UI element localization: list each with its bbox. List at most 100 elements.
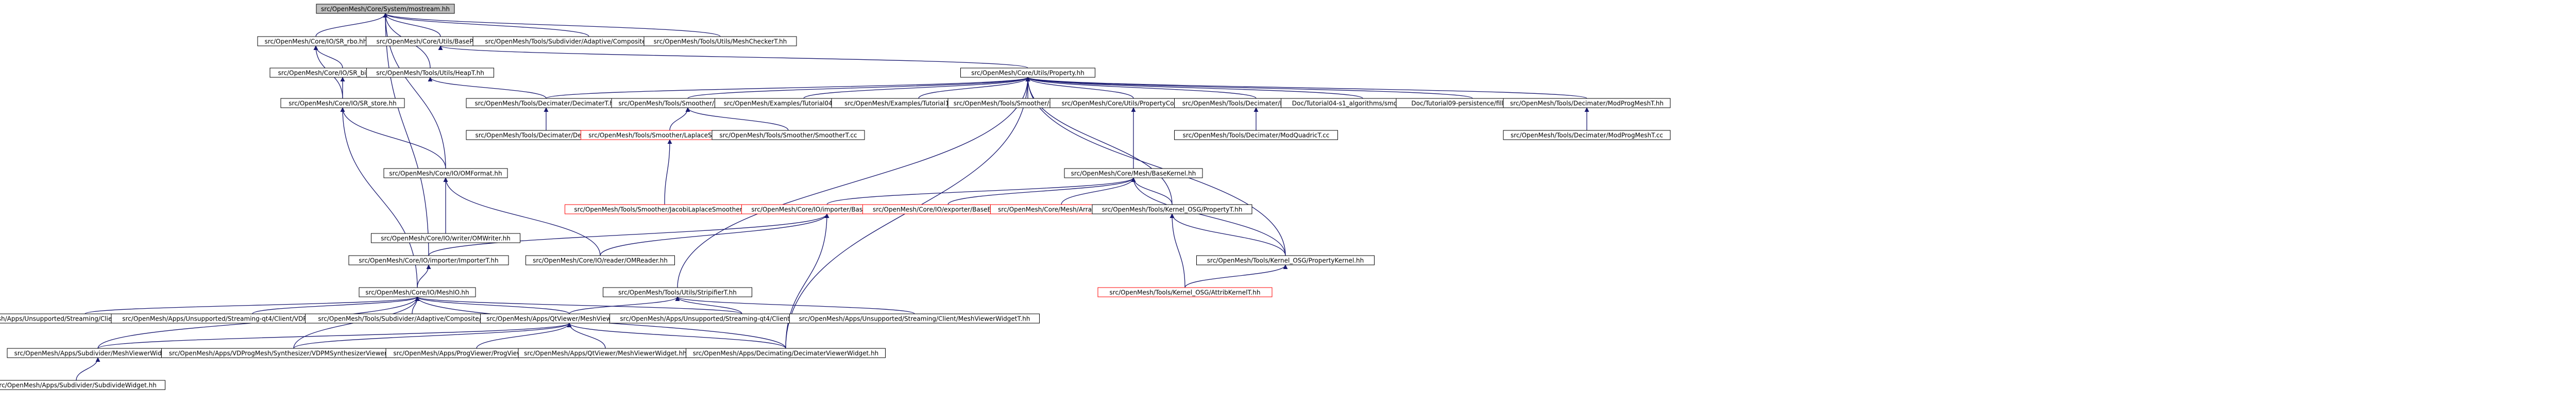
node-box bbox=[711, 130, 865, 140]
node-box bbox=[383, 168, 508, 178]
graph-node-impT[interactable]: src/OpenMesh/Core/IO/importer/ImporterT.… bbox=[348, 255, 509, 265]
graph-node-property[interactable]: src/OpenMesh/Core/Utils/Property.hh bbox=[960, 68, 1095, 78]
node-box bbox=[1503, 130, 1671, 140]
graph-node-rulet[interactable]: src/OpenMesh/Tools/Subdivider/Adaptive/C… bbox=[305, 313, 519, 324]
graph-node-basekern[interactable]: src/OpenMesh/Core/Mesh/BaseKernel.hh bbox=[1064, 168, 1203, 178]
graph-node-jacobi[interactable]: src/OpenMesh/Tools/Smoother/JacobiLaplac… bbox=[565, 204, 765, 214]
graph-edge-baseimp-impT bbox=[428, 213, 829, 256]
node-label: src/OpenMesh/Tools/Decimater/ModProgMesh… bbox=[1510, 100, 1664, 107]
graph-node-vdpsynth[interactable]: src/OpenMesh/Apps/VDProgMesh/Synthesizer… bbox=[161, 348, 426, 358]
graph-node-modprog[interactable]: src/OpenMesh/Tools/Decimater/ModProgMesh… bbox=[1503, 98, 1671, 108]
node-box bbox=[789, 313, 1040, 324]
graph-edge-srstore-meshio bbox=[340, 107, 418, 288]
node-label: src/OpenMesh/Tools/Smoother/JacobiLaplac… bbox=[574, 206, 755, 213]
graph-node-mvwstream[interactable]: src/OpenMesh/Apps/Unsupported/Streaming/… bbox=[789, 313, 1040, 324]
graph-node-decmvw[interactable]: src/OpenMesh/Apps/Decimating/DecimaterVi… bbox=[686, 348, 886, 358]
graph-node-heapT[interactable]: src/OpenMesh/Tools/Utils/HeapT.hh bbox=[366, 68, 494, 78]
graph-edge-root-impT bbox=[383, 13, 429, 256]
node-box bbox=[643, 36, 797, 46]
graph-edge-meshio-vdpclient bbox=[84, 296, 420, 314]
graph-node-decT[interactable]: src/OpenMesh/Tools/Decimater/DecimaterT.… bbox=[466, 98, 626, 108]
graph-edge-srstore-omfmt bbox=[340, 107, 446, 169]
node-label: src/OpenMesh/Apps/Unsupported/Streaming/… bbox=[799, 315, 1030, 323]
graph-edge-meshio-qtviewer bbox=[415, 296, 570, 314]
graph-edge-baseimp-omreader bbox=[600, 213, 829, 256]
graph-edge-kprop-attrk bbox=[1170, 213, 1185, 288]
graph-node-omfmt[interactable]: src/OpenMesh/Core/IO/OMFormat.hh bbox=[383, 168, 508, 178]
node-label: src/OpenMesh/Core/IO/SR_store.hh bbox=[289, 100, 396, 107]
node-box bbox=[686, 348, 886, 358]
node-label: src/OpenMesh/Tools/Decimater/ModProgMesh… bbox=[1511, 132, 1663, 139]
graph-node-omreader[interactable]: src/OpenMesh/Core/IO/reader/OMReader.hh bbox=[526, 255, 675, 265]
node-label: src/OpenMesh/Tools/Kernel_OSG/PropertyKe… bbox=[1207, 257, 1364, 264]
graph-edge-property-modquad bbox=[1025, 77, 1257, 99]
graph-edge-root-meshchk bbox=[383, 13, 721, 37]
graph-edge-meshio-mvwqt4 bbox=[415, 296, 742, 314]
node-box bbox=[348, 255, 509, 265]
node-label: src/OpenMesh/Tools/Utils/StripifierT.hh bbox=[618, 289, 737, 296]
graph-edge-baseimp-decmvw bbox=[785, 213, 829, 349]
graph-node-root[interactable]: src/OpenMesh/Core/System/mostream.hh bbox=[316, 4, 455, 14]
graph-edge-kpkern-attrk bbox=[1184, 264, 1288, 288]
graph-edge-property-smoothT bbox=[687, 77, 1030, 99]
node-label: src/OpenMesh/Tools/Utils/MeshCheckerT.hh bbox=[654, 38, 787, 45]
node-label: src/OpenMesh/Core/IO/MeshIO.hh bbox=[365, 289, 469, 296]
node-label: src/OpenMesh/Apps/Subdivider/MeshViewerW… bbox=[14, 350, 182, 357]
graph-node-attrk[interactable]: src/OpenMesh/Tools/Kernel_OSG/AttribKern… bbox=[1097, 287, 1273, 297]
graph-node-omwriter[interactable]: src/OpenMesh/Core/IO/writer/OMWriter.hh bbox=[371, 233, 520, 243]
graph-edge-property-kprop bbox=[1025, 77, 1173, 205]
node-box bbox=[1174, 130, 1338, 140]
node-label: src/OpenMesh/Core/IO/SR_rbo.hh bbox=[265, 38, 367, 45]
graph-node-subdivmv[interactable]: src/OpenMesh/Apps/Subdivider/MeshViewerW… bbox=[7, 348, 189, 358]
graph-edge-property-kpkern bbox=[1025, 77, 1286, 256]
graph-node-kprop[interactable]: src/OpenMesh/Tools/Kernel_OSG/PropertyT.… bbox=[1092, 204, 1252, 214]
graph-node-srstore[interactable]: src/OpenMesh/Core/IO/SR_store.hh bbox=[280, 98, 405, 108]
graph-edge-impT-meshio bbox=[417, 264, 431, 288]
node-label: src/OpenMesh/Apps/Decimating/DecimaterVi… bbox=[693, 350, 879, 357]
graph-edge-property-docpers bbox=[1025, 77, 1473, 99]
node-box bbox=[1092, 204, 1252, 214]
node-label: src/OpenMesh/Tools/Smoother/LaplaceSmoot… bbox=[588, 132, 751, 139]
graph-edge-smoothT-smoothTcc bbox=[685, 107, 789, 131]
node-label: src/OpenMesh/Core/IO/OMFormat.hh bbox=[389, 170, 502, 177]
graph-node-smoothTcc[interactable]: src/OpenMesh/Tools/Smoother/SmootherT.cc bbox=[711, 130, 865, 140]
node-box bbox=[1064, 168, 1203, 178]
graph-node-meshchk[interactable]: src/OpenMesh/Tools/Utils/MeshCheckerT.hh bbox=[643, 36, 797, 46]
node-box bbox=[603, 287, 752, 297]
node-box bbox=[526, 255, 675, 265]
graph-edge-property-ex10 bbox=[918, 77, 1030, 99]
graph-edge-stripT-qtviewer bbox=[569, 296, 680, 314]
graph-node-srio[interactable]: src/OpenMesh/Core/IO/SR_rbo.hh bbox=[257, 36, 375, 46]
graph-node-kpkern[interactable]: src/OpenMesh/Tools/Kernel_OSG/PropertyKe… bbox=[1196, 255, 1375, 265]
graph-edge-omfmt-omreader bbox=[443, 177, 601, 256]
graph-node-modprogcc[interactable]: src/OpenMesh/Tools/Decimater/ModProgMesh… bbox=[1503, 130, 1671, 140]
graph-edge-qtviewer-vdpsynth bbox=[293, 323, 572, 349]
node-label: src/OpenMesh/Tools/Decimater/ModQuadricT… bbox=[1183, 132, 1330, 139]
node-box bbox=[359, 287, 476, 297]
node-label: src/OpenMesh/Apps/VDProgMesh/Synthesizer… bbox=[169, 350, 418, 357]
graph-edge-property-modprog bbox=[1025, 77, 1587, 99]
node-box bbox=[960, 68, 1095, 78]
node-label: src/OpenMesh/Core/Utils/Property.hh bbox=[971, 70, 1084, 77]
node-label: src/OpenMesh/Core/IO/reader/OMReader.hh bbox=[533, 257, 668, 264]
node-label: src/OpenMesh/Apps/QtViewer/MeshViewerWid… bbox=[524, 350, 687, 357]
graph-node-modquadcc[interactable]: src/OpenMesh/Tools/Decimater/ModQuadricT… bbox=[1174, 130, 1338, 140]
graph-edge-basekern-baseexp bbox=[947, 177, 1136, 205]
node-box bbox=[366, 68, 494, 78]
node-label: Doc/Tutorial09-persistence/fill_props.hh bbox=[1411, 100, 1533, 107]
graph-edge-property-decT bbox=[546, 77, 1030, 99]
graph-edge-qtviewer-subdivmv bbox=[97, 323, 572, 349]
node-label: src/OpenMesh/Tools/Kernel_OSG/AttribKern… bbox=[1110, 289, 1261, 296]
graph-edge-property-propcont bbox=[1025, 77, 1134, 99]
graph-node-stripT[interactable]: src/OpenMesh/Tools/Utils/StripifierT.hh bbox=[603, 287, 752, 297]
node-label: src/OpenMesh/Core/Utils/BaseProperty.hh bbox=[377, 38, 505, 45]
graph-node-meshio[interactable]: src/OpenMesh/Core/IO/MeshIO.hh bbox=[359, 287, 476, 297]
node-label: src/OpenMesh/Apps/Subdivider/SubdivideWi… bbox=[0, 382, 157, 389]
node-box bbox=[371, 233, 520, 243]
graph-node-qtmvw[interactable]: src/OpenMesh/Apps/QtViewer/MeshViewerWid… bbox=[518, 348, 693, 358]
graph-node-subdivw[interactable]: src/OpenMesh/Apps/Subdivider/SubdivideWi… bbox=[0, 380, 165, 390]
graph-edge-basekern-kpkern bbox=[1131, 177, 1286, 256]
node-box bbox=[280, 98, 405, 108]
graph-edge-meshio-vdpqt4 bbox=[252, 296, 420, 314]
graph-edge-property-ex04 bbox=[803, 77, 1030, 99]
